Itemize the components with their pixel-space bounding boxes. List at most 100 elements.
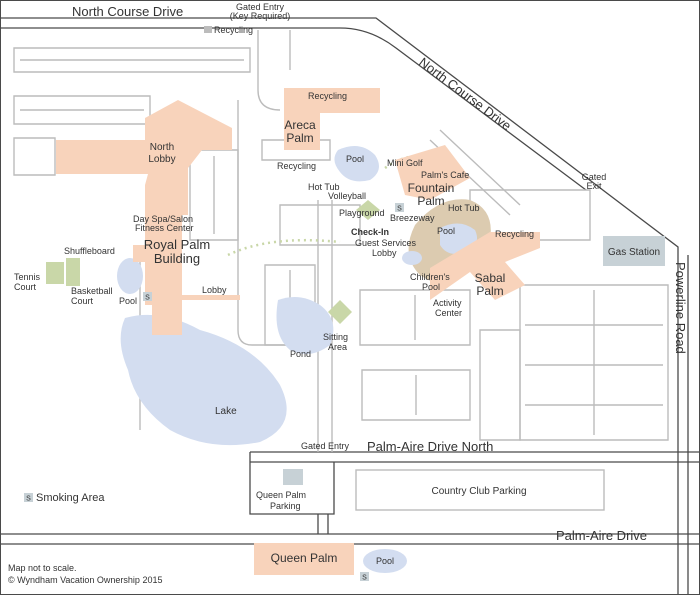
sitting-area-green: [328, 300, 352, 324]
pool-label: Pool: [346, 154, 364, 164]
shuffleboard-area: [66, 258, 80, 286]
road-label-palm-aire-north: Palm-Aire Drive North: [367, 439, 493, 454]
fountain-palm-label: Palm: [417, 194, 444, 208]
map-note: Map not to scale.: [8, 563, 77, 573]
green-areas: [46, 200, 380, 324]
fountain-palm-building-shape: [395, 145, 470, 200]
hot-tub-label: Hot Tub: [308, 182, 340, 192]
pond: [276, 296, 334, 354]
road-label-north-course-top: North Course Drive: [72, 4, 183, 19]
svg-text:S: S: [397, 206, 402, 213]
mini-golf-label: Mini Golf: [387, 158, 423, 168]
pool-label: Pool: [437, 226, 455, 236]
recycling-label: Recycling: [214, 25, 253, 35]
smoking-icon: S: [360, 572, 369, 582]
activity-center-label: Activity: [433, 298, 462, 308]
basketball-court-label: Basketball: [71, 286, 113, 296]
recycling-square: [204, 26, 212, 33]
smoking-icon: S: [24, 493, 33, 503]
palms-cafe-label: Palm's Cafe: [421, 170, 469, 180]
activity-center-label: Center: [435, 308, 462, 318]
check-in-label: Check-In: [351, 227, 389, 237]
queen-palm-connector: [249, 452, 335, 534]
guest-services-lobby-label: Lobby: [372, 248, 397, 258]
day-spa-label: Day Spa/Salon: [133, 214, 193, 224]
lot-top-loop: [257, 30, 291, 111]
tennis-court-area: [46, 262, 64, 284]
pond-label: Pond: [290, 349, 311, 359]
areca-palm-label: Areca: [284, 118, 316, 132]
fitness-center-label: Fitness Center: [135, 223, 194, 233]
gated-entry-top: Gated Entry: [236, 2, 285, 12]
lot-center-loop: [279, 204, 361, 246]
road-label-palm-aire: Palm-Aire Drive: [556, 528, 647, 543]
north-course-drive-road-inner: [0, 27, 587, 191]
north-course-drive-road: [0, 17, 679, 595]
areca-palm-label: Palm: [286, 131, 313, 145]
gated-entry-bottom: Gated Entry: [301, 441, 350, 451]
queen-palm-parking-label: Queen Palm: [256, 490, 306, 500]
queen-palm-building-shape: [254, 543, 354, 575]
lot-east-2: [519, 284, 669, 441]
playground-label: Playground: [339, 208, 385, 218]
sitting-area-label: Sitting: [323, 332, 348, 342]
north-lobby-label: North: [150, 142, 174, 153]
gated-entry-top-sub: (Key Required): [230, 11, 291, 21]
hot-tub-label: Hot Tub: [448, 203, 480, 213]
recycling-label: Recycling: [308, 91, 347, 101]
sitting-area-label: Area: [328, 342, 347, 352]
recycling-label: Recycling: [495, 229, 534, 239]
pool-royal-water: [117, 258, 143, 294]
lot-east-3: [479, 329, 521, 441]
queen-palm-parking-label: Parking: [270, 501, 301, 511]
gated-exit-sub: Exit: [586, 181, 602, 191]
palm-aire-drive-north-road: [250, 451, 700, 463]
guest-services-label: Guest Services: [355, 238, 417, 248]
lot-nw-1: [13, 47, 251, 73]
gas-station-box: [603, 236, 665, 266]
areca-palm-building-shape: [284, 88, 380, 150]
volleyball-label: Volleyball: [328, 191, 366, 201]
tennis-court-label: Tennis: [14, 272, 41, 282]
svg-text:S: S: [362, 575, 367, 582]
smoking-area-label: Smoking Area: [36, 492, 105, 504]
queen-palm-parking-box: [283, 469, 303, 485]
pool-queen-water: [363, 549, 407, 573]
tennis-court-label: Court: [14, 282, 37, 292]
gated-exit: Gated: [582, 172, 607, 182]
road-label-powerline: Powerline Road: [673, 262, 688, 354]
sabal-palm-label: Palm: [476, 284, 503, 298]
svg-text:S: S: [145, 295, 150, 302]
royal-palm-building-label: Royal Palm: [144, 237, 210, 252]
sabal-palm-label: Sabal: [475, 271, 506, 285]
smoking-icon: S: [143, 292, 152, 302]
childrens-pool-label: Pool: [422, 282, 440, 292]
childrens-pool-label: Children's: [410, 272, 450, 282]
lot-south-center-2: [361, 369, 471, 421]
playground-green: [356, 200, 380, 220]
fountain-palm-label: Fountain: [408, 181, 455, 195]
north-lobby-label: Lobby: [148, 154, 175, 165]
buildings: [56, 88, 540, 575]
pool-areca-water: [334, 146, 379, 182]
pool-label: Pool: [376, 556, 394, 566]
lobby-label: Lobby: [202, 285, 227, 295]
roads: [0, 17, 700, 595]
svg-text:S: S: [26, 496, 31, 503]
pool-label: Pool: [119, 296, 137, 306]
childrens-pool-water: [402, 251, 422, 265]
lake-label: Lake: [215, 406, 237, 417]
royal-palm-building-label: Building: [154, 251, 200, 266]
water: [117, 146, 407, 573]
lot-nw-3: [13, 137, 56, 176]
queen-palm-label: Queen Palm: [271, 551, 338, 565]
lot-country-club: [355, 469, 605, 511]
royal-palm-building-shape: [56, 100, 240, 335]
lake: [120, 314, 287, 446]
recycling-label: Recycling: [277, 161, 316, 171]
smoking-icon: S: [395, 203, 404, 213]
gas-station-label: Gas Station: [608, 247, 660, 258]
lot-west-drive: [237, 100, 290, 346]
copyright-note: © Wyndham Vacation Ownership 2015: [8, 575, 162, 585]
